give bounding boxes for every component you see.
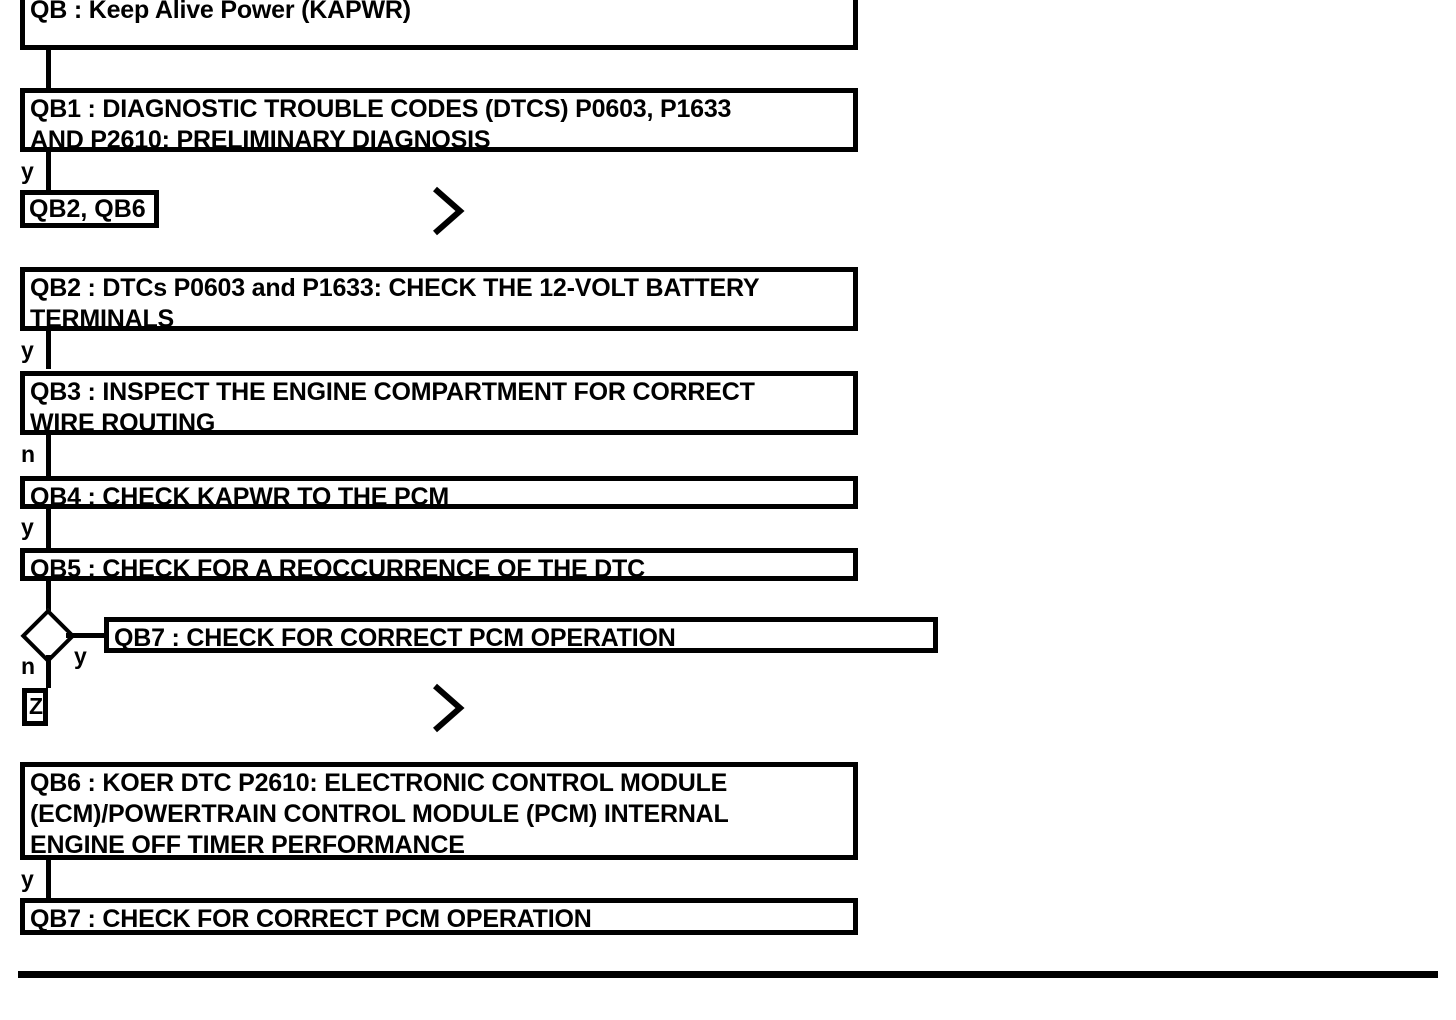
- connector-qb5-to-decision: [46, 581, 51, 614]
- flow-node-qb7[interactable]: QB7 : CHECK FOR CORRECT PCM OPERATION: [20, 898, 858, 935]
- flow-node-qb1[interactable]: QB1 : DIAGNOSTIC TROUBLE CODES (DTCS) P0…: [20, 88, 858, 152]
- branch-label-qb6-yes: y: [21, 866, 34, 892]
- continuation-chevron-icon: [430, 185, 466, 237]
- flow-node-qb3[interactable]: QB3 : INSPECT THE ENGINE COMPARTMENT FOR…: [20, 371, 858, 435]
- flow-node-qb[interactable]: QB : Keep Alive Power (KAPWR): [20, 0, 858, 50]
- branch-label-qb3-no: n: [21, 441, 36, 467]
- branch-label-decision-no: n: [21, 653, 36, 679]
- branch-label-qb2-yes: y: [21, 337, 34, 363]
- continuation-chevron-icon-2: [430, 682, 466, 734]
- connector-qb-to-qb1: [46, 50, 51, 88]
- connector-qb3-to-qb4: [46, 435, 51, 476]
- flow-ref-qb2-qb6[interactable]: QB2, QB6: [20, 190, 159, 228]
- connector-qb1-to-ref: [46, 152, 51, 190]
- connector-qb2-to-qb3: [46, 331, 51, 369]
- flow-ref-z[interactable]: Z: [22, 688, 48, 726]
- flow-node-qb5[interactable]: QB5 : CHECK FOR A REOCCURRENCE OF THE DT…: [20, 548, 858, 581]
- flow-node-qb4[interactable]: QB4 : CHECK KAPWR TO THE PCM: [20, 476, 858, 509]
- branch-label-qb4-yes: y: [21, 514, 34, 540]
- connector-qb4-to-qb5: [46, 509, 51, 548]
- flow-node-qb2[interactable]: QB2 : DTCs P0603 and P1633: CHECK THE 12…: [20, 267, 858, 331]
- branch-label-qb1-yes: y: [21, 158, 34, 184]
- flow-node-qb7-branch[interactable]: QB7 : CHECK FOR CORRECT PCM OPERATION: [104, 617, 938, 653]
- branch-label-decision-yes: y: [74, 643, 87, 669]
- connector-qb6-to-qb7: [46, 860, 51, 898]
- connector-decision-to-z: [46, 655, 51, 688]
- decision-diamond[interactable]: [20, 608, 76, 664]
- flow-node-qb6[interactable]: QB6 : KOER DTC P2610: ELECTRONIC CONTROL…: [20, 762, 858, 860]
- connector-decision-to-qb7-branch: [66, 633, 108, 638]
- footer-divider: [18, 971, 1438, 978]
